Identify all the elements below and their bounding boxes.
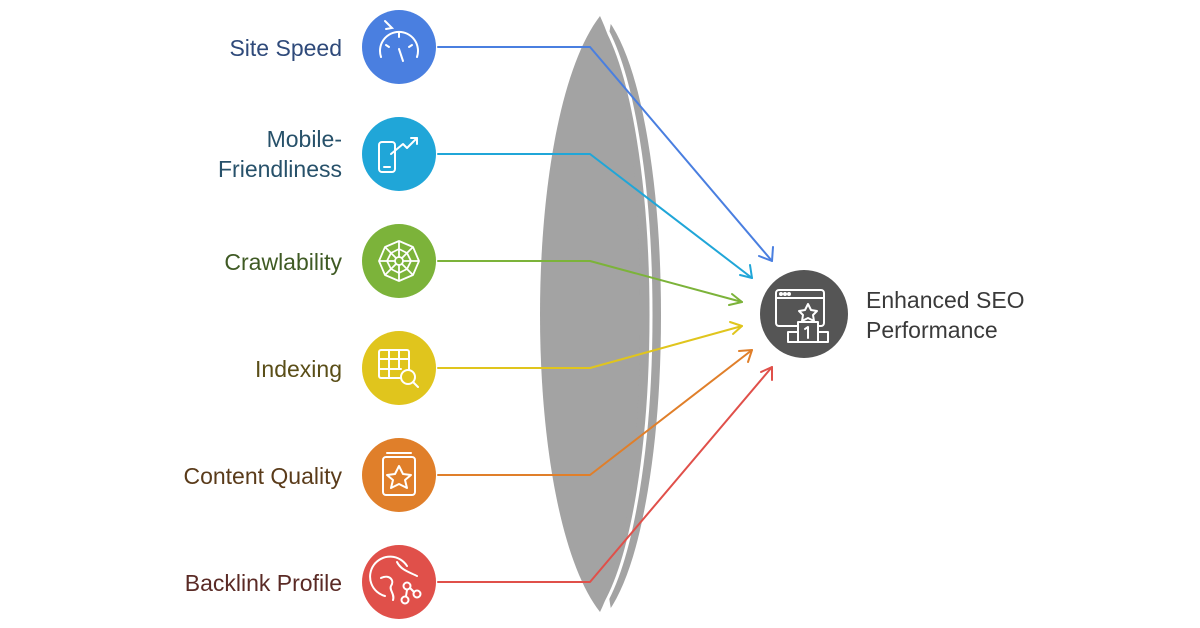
outcome-label-line2: Performance [866,317,998,343]
connector-backlink-profile [437,366,773,583]
connector-content-quality [437,349,753,476]
lens [540,14,664,616]
connectors [437,46,774,583]
factor-label-site-speed: Site Speed [229,35,342,61]
connector-indexing [437,321,743,369]
factor-label-backlink-profile: Backlink Profile [184,570,342,596]
connector-mobile-friendliness [437,153,753,279]
speedometer-icon [362,10,436,84]
factor-label-indexing: Indexing [255,356,342,382]
table-search-icon [362,331,436,405]
star-document-icon [362,438,436,512]
spider-web-icon [362,224,436,298]
connector-site-speed [437,46,774,262]
mobile-growth-icon [362,117,436,191]
globe-share-icon [362,545,436,619]
outcome-label: Enhanced SEO Performance [866,285,1166,345]
factor-label-crawlability: Crawlability [224,249,342,275]
connector-crawlability [437,260,743,306]
factor-label-content-quality: Content Quality [183,463,342,489]
lens-front [540,16,640,612]
ranking-browser-icon [760,270,848,358]
factor-icons [362,10,436,619]
factor-label-mobile-friendliness: Mobile- Friendliness [218,126,342,182]
outcome-label-line1: Enhanced SEO [866,287,1025,313]
